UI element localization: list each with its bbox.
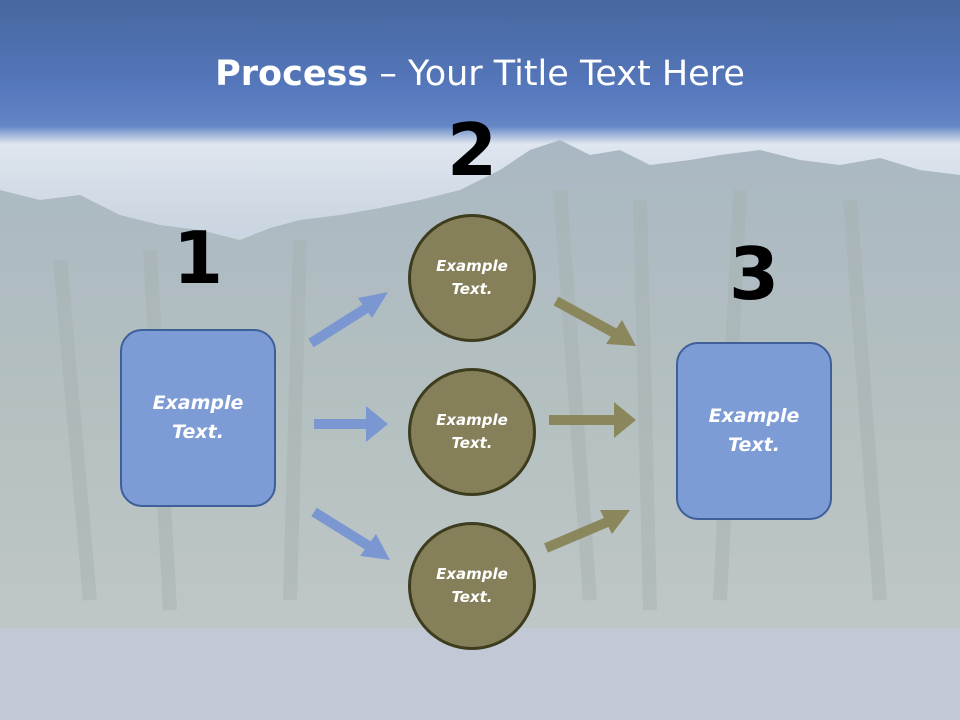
circle-bottom-line1: Example	[436, 565, 508, 583]
circle-top: Example Text.	[408, 214, 536, 342]
arrow-blue-right	[314, 406, 388, 442]
circle-middle: Example Text.	[408, 368, 536, 496]
circle-bottom: Example Text.	[408, 522, 536, 650]
circle-top-line1: Example	[436, 257, 508, 275]
step1-box: Example Text.	[120, 329, 276, 507]
arrow-blue-up	[308, 292, 388, 348]
circle-middle-line2: Text.	[451, 434, 493, 452]
arrow-olive-up	[544, 510, 630, 553]
step-number-2: 2	[446, 108, 498, 192]
arrow-olive-down	[553, 296, 636, 346]
step1-text-line2: Text.	[172, 421, 224, 443]
slide-title: Process – Your Title Text Here	[0, 52, 960, 96]
circle-top-line2: Text.	[451, 280, 493, 298]
step-number-1: 1	[172, 216, 224, 300]
title-rest: – Your Title Text Here	[368, 54, 745, 94]
step-number-3: 3	[728, 232, 780, 316]
arrow-olive-right	[549, 402, 636, 438]
step1-text-line1: Example	[152, 392, 244, 414]
title-bold: Process	[215, 54, 369, 94]
circle-middle-line1: Example	[436, 411, 508, 429]
step3-text-line1: Example	[708, 405, 800, 427]
circle-bottom-line2: Text.	[451, 588, 493, 606]
step3-box: Example Text.	[676, 342, 832, 520]
arrow-blue-down	[311, 507, 390, 560]
step3-text-line2: Text.	[728, 434, 780, 456]
